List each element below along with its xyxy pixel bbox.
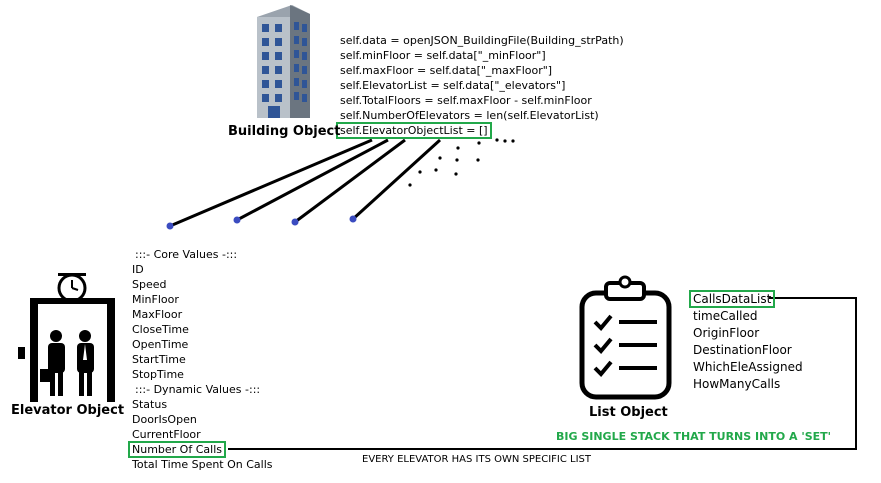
dynamic-value: DoorIsOpen — [132, 413, 197, 426]
list-field-calls-data-list: CallsDataList — [688, 290, 776, 308]
code-line: self.minFloor = self.data["_minFloor"] — [340, 49, 546, 62]
code-line: self.maxFloor = self.data["_maxFloor"] — [340, 64, 553, 77]
core-value: StartTime — [132, 353, 186, 366]
elevator-icon — [18, 273, 115, 402]
core-value: StopTime — [132, 368, 184, 381]
dynamic-value-number-of-calls: Number Of Calls — [128, 441, 226, 458]
dynamic-value: Status — [132, 398, 168, 411]
code-line: self.ElevatorList = self.data["_elevator… — [340, 79, 566, 92]
list-field: OriginFloor — [693, 326, 760, 340]
elevator-node-2 — [233, 216, 241, 224]
list-field: WhichEleAssigned — [693, 360, 803, 374]
connector-line-3 — [294, 138, 406, 224]
code-line: self.TotalFloors = self.maxFloor - self.… — [340, 94, 592, 107]
core-value: CloseTime — [132, 323, 189, 336]
clipboard-icon — [579, 275, 672, 400]
list-field: DestinationFloor — [693, 343, 792, 357]
list-field: HowManyCalls — [693, 377, 781, 391]
core-value: MaxFloor — [132, 308, 183, 321]
building-object-label: Building Object — [228, 124, 341, 139]
diagram-caption: EVERY ELEVATOR HAS ITS OWN SPECIFIC LIST — [362, 454, 592, 465]
connector-line-2 — [236, 138, 389, 222]
core-value: MinFloor — [132, 293, 179, 306]
code-line: self.data = openJSON_BuildingFile(Buildi… — [340, 34, 624, 47]
elevator-node-3 — [291, 218, 299, 226]
building-code-block: self.data = openJSON_BuildingFile(Buildi… — [336, 33, 624, 139]
elevator-node-4 — [349, 215, 357, 223]
dynamic-value: CurrentFloor — [132, 428, 201, 441]
list-note: BIG SINGLE STACK THAT TURNS INTO A 'SET' — [556, 430, 832, 443]
dynamic-value: Total Time Spent On Calls — [132, 458, 273, 471]
building-icon — [257, 5, 310, 118]
connector-line-4 — [351, 138, 442, 221]
elevator-values-block: :::- Core Values -::: ID Speed MinFloor … — [128, 247, 273, 472]
calls-connector — [228, 297, 857, 450]
core-values-header: :::- Core Values -::: — [135, 248, 238, 261]
list-object-label: List Object — [589, 405, 668, 420]
code-line-elevator-object-list: self.ElevatorObjectList = [] — [336, 122, 492, 139]
list-field: timeCalled — [693, 309, 758, 323]
core-value: Speed — [132, 278, 167, 291]
dynamic-values-header: :::- Dynamic Values -::: — [135, 383, 261, 396]
list-fields-block: CallsDataList timeCalled OriginFloor Des… — [688, 290, 803, 393]
connector-line-1 — [169, 138, 373, 228]
core-value: ID — [132, 263, 144, 276]
core-value: OpenTime — [132, 338, 189, 351]
elevator-object-label: Elevator Object — [11, 403, 125, 418]
ellipsis-dots — [408, 138, 515, 187]
elevator-node-1 — [166, 222, 174, 230]
code-line: self.NumberOfElevators = len(self.Elevat… — [340, 109, 599, 122]
